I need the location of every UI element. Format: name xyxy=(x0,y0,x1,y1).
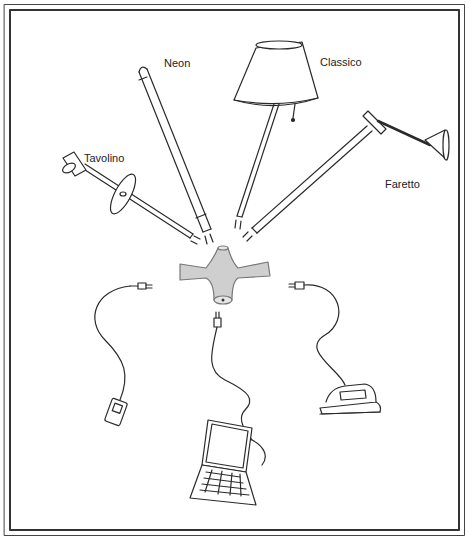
tavolino-lamp xyxy=(61,152,200,244)
iron xyxy=(289,282,381,414)
faretto-lamp xyxy=(243,111,449,241)
outer-frame xyxy=(5,5,465,536)
classico-lamp xyxy=(234,41,318,229)
inner-frame xyxy=(10,10,459,530)
part-label: Neon xyxy=(164,57,190,70)
part-label: Faretto xyxy=(385,178,420,191)
central-connector xyxy=(180,246,270,304)
neon-lamp xyxy=(139,67,213,244)
part-label: Classico xyxy=(320,56,362,69)
laptop xyxy=(190,312,265,505)
phone-charger xyxy=(95,283,152,426)
part-label: Tavolino xyxy=(84,152,124,165)
